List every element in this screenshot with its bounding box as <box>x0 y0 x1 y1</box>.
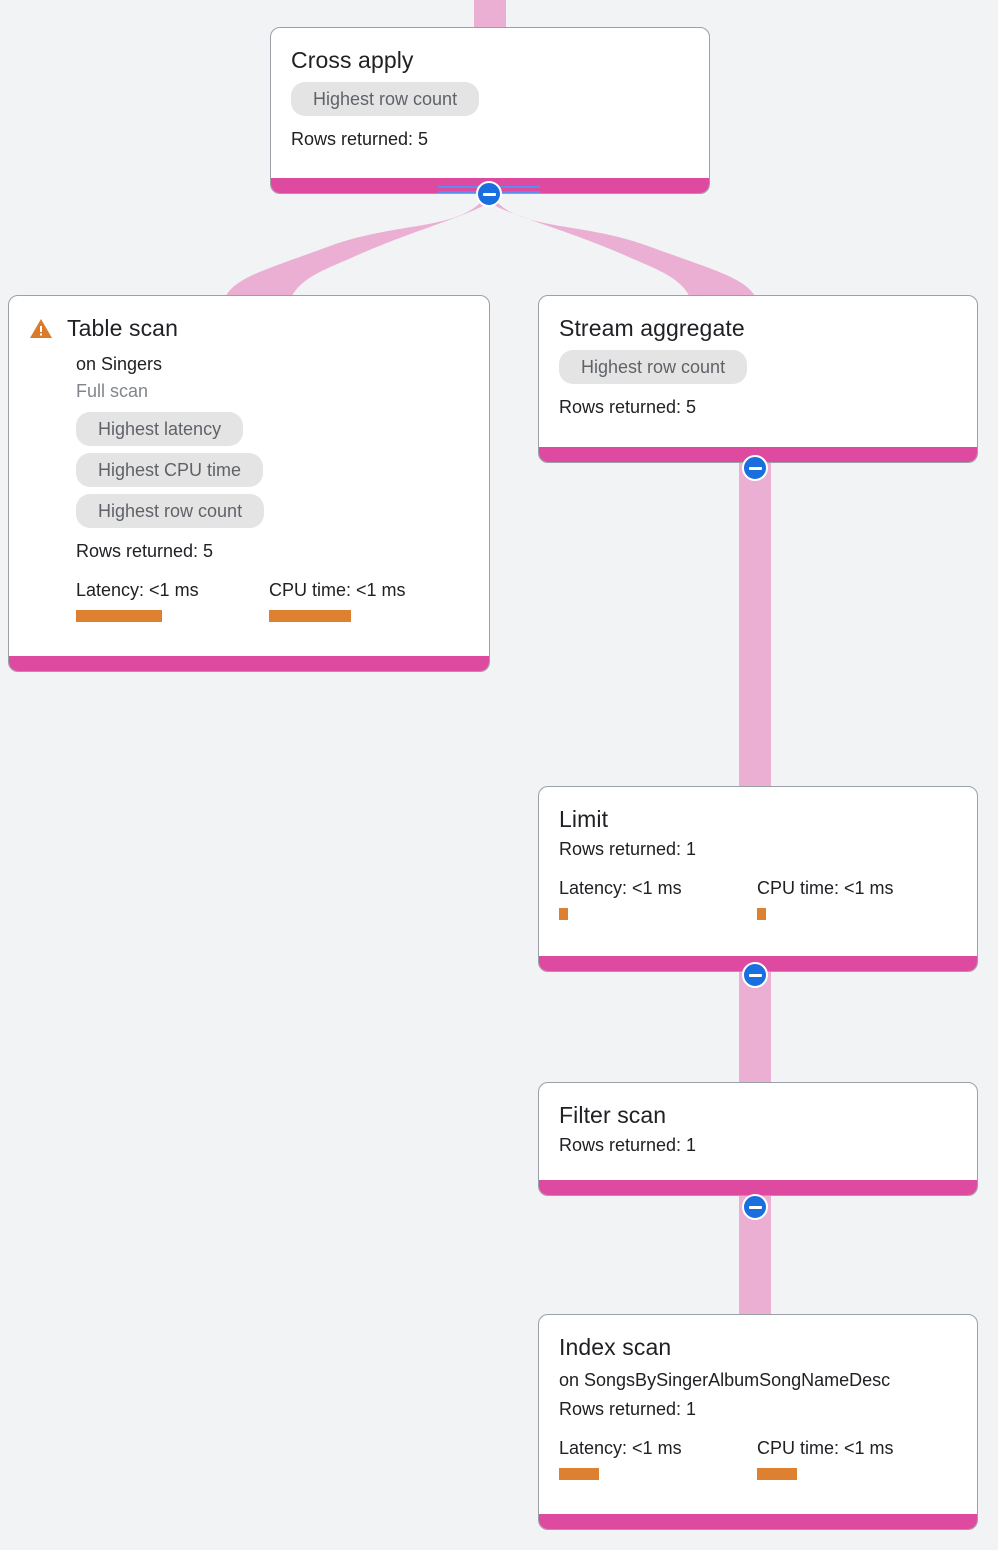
metric-cpu-time-label: CPU time: <1 ms <box>757 878 894 898</box>
rows-returned: Rows returned: 5 <box>76 541 214 561</box>
metric-cpu-time-label: CPU time: <1 ms <box>269 580 406 600</box>
metric-cpu-time: CPU time: <1 ms <box>757 877 894 920</box>
node-table-scan-body: Table scan on Singers Full scan Highest … <box>9 296 489 656</box>
node-stream-aggregate-title-row: Stream aggregate <box>559 314 957 342</box>
collapse-toggle-filter-scan[interactable] <box>742 1194 768 1220</box>
metric-latency-label: Latency: <1 ms <box>76 580 199 600</box>
collapse-toggle-limit[interactable] <box>742 962 768 988</box>
node-title: Filter scan <box>559 1102 667 1128</box>
edge-stream-aggregate-to-limit <box>739 462 771 792</box>
node-scan-type: Full scan <box>76 381 149 401</box>
rows-returned: Rows returned: 1 <box>559 1399 697 1419</box>
metric-cpu-time: CPU time: <1 ms <box>269 579 406 622</box>
node-stream-aggregate-badges: Highest row count <box>559 350 957 391</box>
metric-cpu-time-label: CPU time: <1 ms <box>757 1438 894 1458</box>
node-limit[interactable]: Limit Rows returned: 1 Latency: <1 ms CP… <box>538 786 978 972</box>
node-target: on SongsBySingerAlbumSongNameDesc <box>559 1370 891 1390</box>
node-index-scan-footer <box>539 1514 977 1529</box>
rows-returned: Rows returned: 5 <box>291 129 429 149</box>
node-table-scan-title-row: Table scan <box>29 314 469 345</box>
node-table-scan-footer <box>9 656 489 671</box>
metric-latency-label: Latency: <1 ms <box>559 878 682 898</box>
node-title: Index scan <box>559 1334 672 1360</box>
metric-cpu-time-bar <box>269 610 351 622</box>
metric-latency-bar <box>76 610 162 622</box>
metric-latency: Latency: <1 ms <box>559 1437 757 1480</box>
toggle-branch-lines-right <box>490 186 540 199</box>
badge-highest-row-count: Highest row count <box>76 494 265 528</box>
node-cross-apply-title-row: Cross apply <box>291 46 689 74</box>
metric-latency-bar <box>559 1468 599 1480</box>
node-cross-apply[interactable]: Cross apply Highest row count Rows retur… <box>270 27 710 194</box>
metric-cpu-time-bar <box>757 908 766 920</box>
node-index-scan-body: Index scan on SongsBySingerAlbumSongName… <box>539 1315 977 1514</box>
node-limit-metrics: Latency: <1 ms CPU time: <1 ms <box>559 877 957 920</box>
node-title: Limit <box>559 806 609 832</box>
node-title: Stream aggregate <box>559 315 745 341</box>
node-cross-apply-body: Cross apply Highest row count Rows retur… <box>271 28 709 178</box>
metric-latency: Latency: <1 ms <box>559 877 757 920</box>
rows-returned: Rows returned: 5 <box>559 397 697 417</box>
node-stream-aggregate[interactable]: Stream aggregate Highest row count Rows … <box>538 295 978 463</box>
metric-cpu-time-bar <box>757 1468 797 1480</box>
node-table-scan-metrics: Latency: <1 ms CPU time: <1 ms <box>76 579 469 622</box>
node-filter-scan[interactable]: Filter scan Rows returned: 1 <box>538 1082 978 1196</box>
node-target: on Singers <box>76 354 163 374</box>
node-table-scan[interactable]: Table scan on Singers Full scan Highest … <box>8 295 490 672</box>
metric-latency-label: Latency: <1 ms <box>559 1438 682 1458</box>
badge-highest-row-count: Highest row count <box>291 82 480 116</box>
node-filter-scan-body: Filter scan Rows returned: 1 <box>539 1083 977 1180</box>
toggle-branch-lines-left <box>438 186 488 199</box>
metric-latency: Latency: <1 ms <box>76 579 269 622</box>
node-index-scan-metrics: Latency: <1 ms CPU time: <1 ms <box>559 1437 957 1480</box>
node-title: Cross apply <box>291 47 414 73</box>
edge-cross-apply-to-stream-aggregate <box>480 190 757 300</box>
node-cross-apply-badges: Highest row count <box>291 82 689 123</box>
metric-latency-bar <box>559 908 568 920</box>
node-limit-title-row: Limit <box>559 805 957 833</box>
badge-highest-row-count: Highest row count <box>559 350 748 384</box>
warning-icon <box>29 318 53 345</box>
node-limit-body: Limit Rows returned: 1 Latency: <1 ms CP… <box>539 787 977 956</box>
edge-inbound-cross-apply <box>474 0 506 28</box>
badge-highest-latency: Highest latency <box>76 412 244 446</box>
metric-cpu-time: CPU time: <1 ms <box>757 1437 894 1480</box>
node-filter-scan-title-row: Filter scan <box>559 1101 957 1129</box>
node-index-scan-title-row: Index scan <box>559 1333 957 1361</box>
node-title: Table scan <box>67 315 178 341</box>
node-table-scan-badges: Highest latency Highest CPU time Highest… <box>76 412 469 535</box>
rows-returned: Rows returned: 1 <box>559 1135 697 1155</box>
node-index-scan[interactable]: Index scan on SongsBySingerAlbumSongName… <box>538 1314 978 1530</box>
node-table-scan-details: on Singers Full scan Highest latency Hig… <box>29 352 469 622</box>
rows-returned: Rows returned: 1 <box>559 839 697 859</box>
edge-cross-apply-to-table-scan <box>224 190 498 300</box>
node-stream-aggregate-body: Stream aggregate Highest row count Rows … <box>539 296 977 447</box>
node-filter-scan-footer <box>539 1180 977 1195</box>
collapse-toggle-stream-aggregate[interactable] <box>742 455 768 481</box>
badge-highest-cpu-time: Highest CPU time <box>76 453 264 487</box>
collapse-toggle-cross-apply[interactable] <box>476 181 502 207</box>
